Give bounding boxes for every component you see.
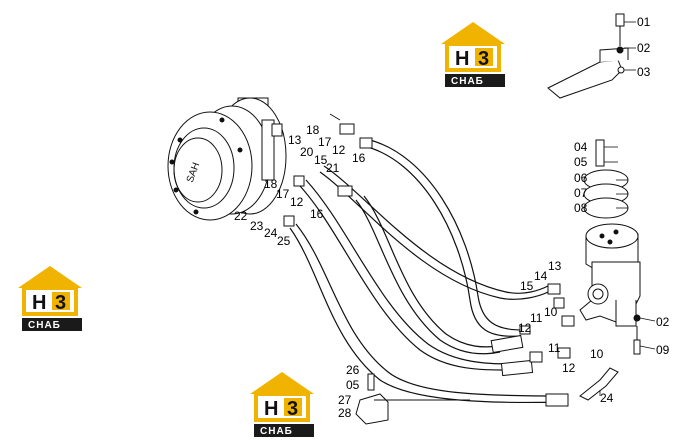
label-07: 07: [574, 186, 588, 200]
label-17-top: 17: [318, 135, 332, 149]
label-02-right: 02: [656, 315, 670, 329]
label-16-mid: 16: [310, 207, 324, 221]
label-01: 01: [637, 15, 651, 29]
logo-top: H 3 CHAБ: [441, 22, 505, 87]
label-04: 04: [574, 140, 588, 154]
clamp-assembly: [355, 373, 470, 425]
logo-3: 3: [287, 398, 298, 420]
label-08: 08: [574, 201, 588, 215]
label-26: 26: [346, 363, 360, 377]
label-10-b: 10: [590, 347, 604, 361]
label-12-right-b: 12: [562, 361, 576, 375]
logo-left: H 3 CHAБ: [18, 266, 82, 331]
label-21: 21: [326, 161, 340, 175]
label-12-top: 12: [332, 143, 346, 157]
leader-lines: [329, 21, 656, 396]
logo-bottom: H 3 CHAБ: [250, 372, 314, 437]
logo-h: H: [264, 398, 278, 420]
mounting-bracket: [547, 13, 629, 99]
swivel-joint: [579, 139, 641, 355]
label-06: 06: [574, 171, 588, 185]
logo-3: 3: [478, 48, 489, 70]
label-17-mid: 17: [276, 187, 290, 201]
label-03: 03: [637, 65, 651, 79]
label-15-top: 15: [314, 153, 328, 167]
hose-fittings: [283, 123, 619, 407]
label-13-top: 13: [288, 133, 302, 147]
label-24-right: 24: [600, 391, 614, 405]
part-labels: 01 02 03 04 05 06 07 08 02 09 13 18 17 1…: [234, 15, 670, 420]
logo-3: 3: [55, 292, 66, 314]
label-18-top: 18: [306, 123, 320, 137]
logo-h: H: [32, 292, 46, 314]
logo-text: CHAБ: [451, 76, 484, 87]
label-11-a: 11: [530, 311, 543, 325]
logo-text: CHAБ: [28, 320, 61, 331]
label-18-mid: 18: [264, 177, 278, 191]
logo-h: H: [455, 48, 469, 70]
label-14: 14: [534, 269, 548, 283]
label-12-mid: 12: [290, 195, 304, 209]
label-16-top: 16: [352, 151, 366, 165]
label-05: 05: [574, 155, 588, 169]
label-09: 09: [656, 343, 670, 357]
travel-motor: SAH: [167, 97, 287, 221]
label-02: 02: [637, 41, 651, 55]
label-13-right: 13: [548, 259, 562, 273]
label-24-left: 24: [264, 226, 278, 240]
label-10-a: 10: [544, 305, 558, 319]
label-25: 25: [277, 234, 291, 248]
label-05-bottom: 05: [346, 378, 360, 392]
label-23: 23: [250, 219, 264, 233]
label-22: 22: [234, 209, 248, 223]
logo-text: CHAБ: [260, 426, 293, 437]
label-27: 27: [338, 393, 352, 407]
label-28: 28: [338, 406, 352, 420]
label-20: 20: [300, 145, 314, 159]
label-15-right: 15: [520, 279, 534, 293]
label-11-b: 11: [548, 341, 561, 355]
hoses: [289, 139, 561, 404]
label-12-right-a: 12: [518, 321, 532, 335]
